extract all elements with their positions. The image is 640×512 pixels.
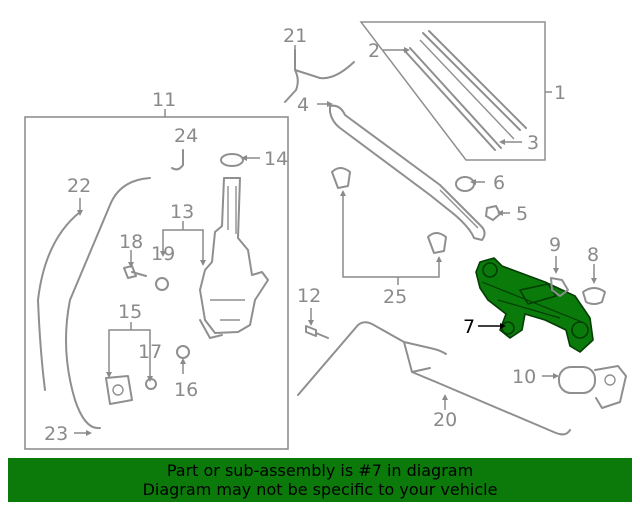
wiper-blade (403, 30, 527, 151)
washer-nozzle-right (427, 232, 447, 254)
cap-6 (455, 176, 475, 192)
hose-24 (171, 149, 184, 171)
hose-23 (65, 177, 151, 430)
callout-11: 11 (152, 89, 176, 111)
info-banner: Part or sub-assembly is #7 in diagram Di… (8, 458, 632, 502)
callout-21: 21 (283, 25, 307, 47)
washer-nozzle-left (331, 167, 351, 189)
callout-4: 4 (297, 94, 309, 116)
bracket-9 (550, 277, 569, 297)
callout-5: 5 (516, 203, 528, 225)
washer-hose-21 (284, 49, 355, 103)
hose-22 (37, 211, 81, 391)
callout-10: 10 (512, 366, 536, 388)
callout-16: 16 (174, 379, 198, 401)
grommet-8 (582, 287, 606, 305)
filler-cap-14 (220, 153, 244, 167)
callout-22: 22 (67, 175, 91, 197)
reservoir-group-box (24, 116, 289, 450)
callout-15: 15 (118, 301, 142, 323)
banner-line-1: Part or sub-assembly is #7 in diagram (166, 461, 474, 480)
washer-hose-20 (297, 321, 571, 436)
callout-19: 19 (151, 243, 175, 265)
callout-17: 17 (138, 341, 162, 363)
callout-8: 8 (587, 244, 599, 266)
grommet-16 (176, 345, 190, 359)
callout-24: 24 (174, 125, 198, 147)
callout-18: 18 (119, 231, 143, 253)
wiper-linkage-7 (475, 257, 594, 353)
callout-9: 9 (549, 234, 561, 256)
grommet-17 (145, 378, 157, 390)
callout-7: 7 (463, 316, 475, 338)
grommet-19 (155, 277, 169, 291)
callout-23: 23 (44, 423, 68, 445)
callout-12: 12 (297, 285, 321, 307)
callout-2: 2 (368, 40, 380, 62)
wiper-motor-10 (558, 365, 627, 409)
callout-13: 13 (170, 201, 194, 223)
banner-line-2: Diagram may not be specific to your vehi… (142, 480, 498, 499)
pump-bolt-18 (123, 265, 147, 279)
bolt-12 (305, 325, 329, 339)
callout-1: 1 (554, 82, 566, 104)
callout-3: 3 (527, 132, 539, 154)
washer-reservoir (199, 177, 269, 334)
nut-5 (485, 205, 501, 221)
callout-6: 6 (493, 172, 505, 194)
washer-pump-15 (105, 375, 133, 405)
callout-14: 14 (264, 148, 288, 170)
callout-20: 20 (433, 409, 457, 431)
wiper-blade-panel (359, 21, 546, 161)
wiper-arm (329, 104, 486, 241)
callout-25: 25 (383, 286, 407, 308)
